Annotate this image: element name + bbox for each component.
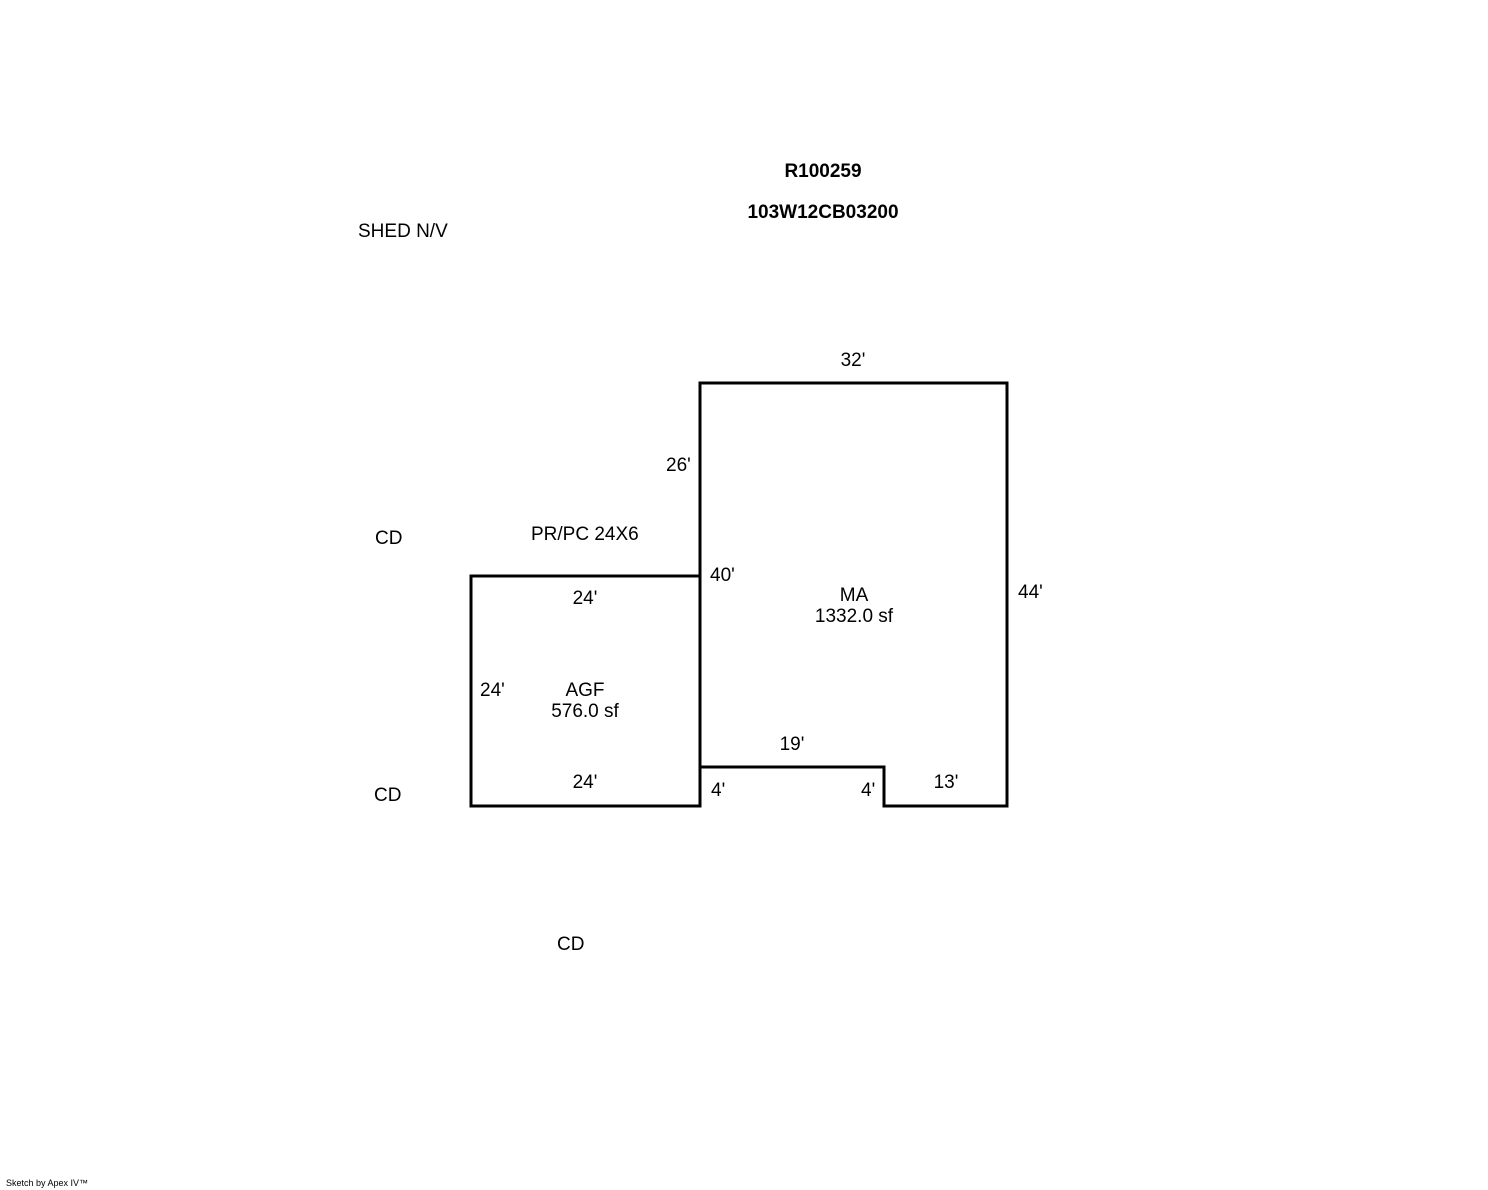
parcel-id: R100259: [784, 161, 862, 182]
cd-note-middle: CD: [374, 785, 402, 806]
main-dim-notch-top: 19': [779, 734, 805, 755]
garage-dim-bottom: 24': [572, 772, 598, 793]
garage-area-outline: [469, 574, 702, 808]
garage-area-code: AGF: [565, 680, 605, 701]
garage-area-label: AGF 576.0 sf: [551, 680, 619, 722]
garage-area-size: 576.0 sf: [551, 701, 619, 722]
main-area-code: MA: [839, 585, 869, 606]
cd-note-lower: CD: [557, 934, 585, 955]
main-dim-upper-left: 26': [666, 455, 691, 476]
cd-note-upper: CD: [375, 528, 403, 549]
main-dim-lower-left: 40': [710, 565, 735, 586]
garage-dim-top: 24': [572, 588, 598, 609]
main-dim-right: 44': [1018, 582, 1043, 603]
main-dim-bottom-right: 13': [933, 772, 959, 793]
main-dim-notch-right: 4': [861, 780, 876, 801]
map-number: 103W12CB03200: [747, 202, 899, 223]
porch-note: PR/PC 24X6: [531, 524, 639, 545]
shed-note: SHED N/V: [358, 221, 448, 242]
main-area-label: MA 1332.0 sf: [815, 585, 893, 627]
main-area-size: 1332.0 sf: [814, 606, 894, 627]
main-dim-notch-left: 4': [711, 780, 726, 801]
main-dim-top: 32': [840, 350, 866, 371]
garage-dim-left: 24': [480, 680, 505, 701]
sketch-credit: Sketch by Apex IV™: [6, 1178, 89, 1188]
